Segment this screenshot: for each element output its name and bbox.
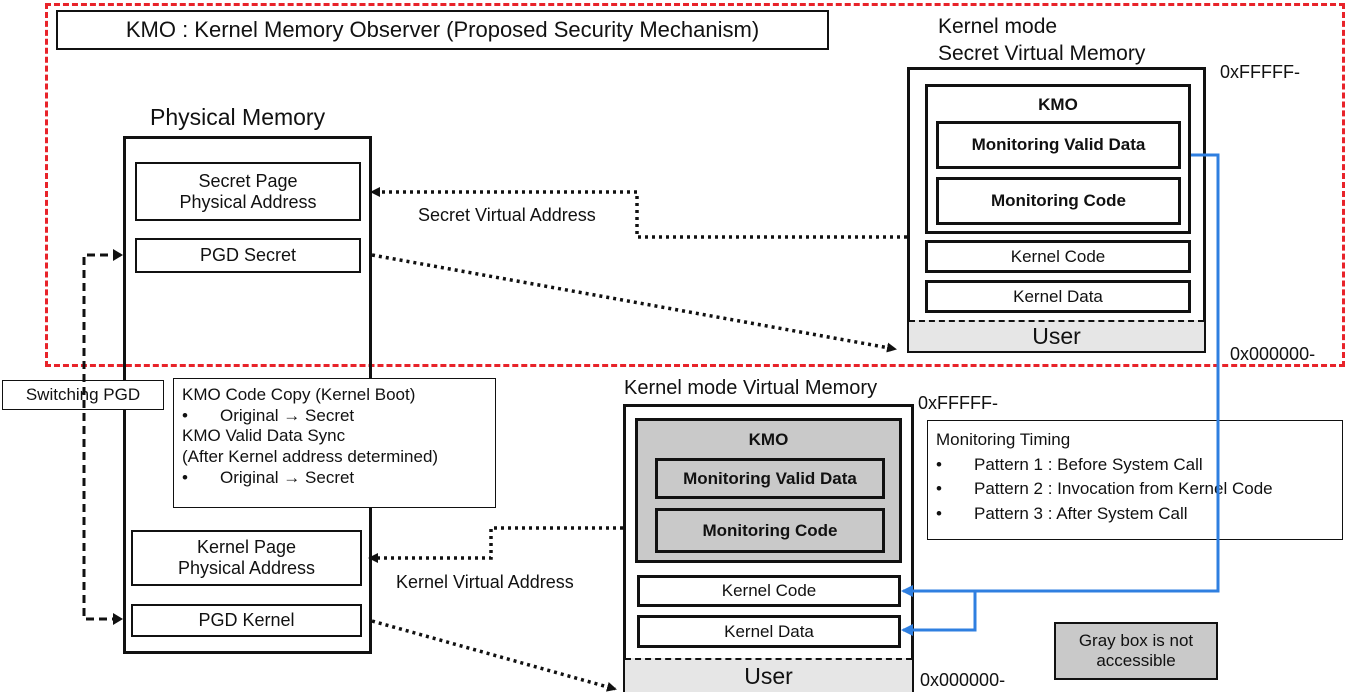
gray-box-legend: Gray box is not accessible [1054, 622, 1218, 680]
copy-note-bullet2: • Original → Secret [182, 468, 495, 489]
kernel-virtual-address-label: Kernel Virtual Address [396, 572, 574, 592]
kernel-monitoring-code-box: Monitoring Code [655, 508, 885, 553]
secret-vm-bottom-address: 0x000000- [1230, 344, 1316, 364]
pgd-kernel-arrow [371, 619, 617, 692]
secret-valid-data-box: Monitoring Valid Data [936, 121, 1181, 169]
copy-note-bullet1: • Original → Secret [182, 406, 495, 427]
kernel-kernel-data-box: Kernel Data [637, 615, 901, 648]
secret-user-label: User [1032, 323, 1081, 349]
secret-vm-top-address: 0xFFFFF- [1220, 62, 1300, 82]
switching-pgd-box: Switching PGD [2, 380, 164, 410]
bullet-mark: • [182, 405, 188, 425]
bullet-mark: • [936, 479, 942, 499]
kernel-user-area: User [625, 658, 912, 692]
switching-pgd-arrowhead-bottom [113, 613, 123, 625]
secret-monitoring-code-label: Monitoring Code [990, 191, 1127, 210]
kernel-page-line2: Physical Address [177, 558, 316, 578]
pgd-kernel-box: PGD Kernel [131, 604, 362, 637]
secret-page-line2: Physical Address [179, 191, 317, 212]
bullet-mark: • [182, 467, 188, 487]
kernel-monitoring-code-label: Monitoring Code [702, 520, 838, 540]
kernel-vm-label: Kernel mode Virtual Memory [624, 377, 878, 399]
diagram-title: KMO : Kernel Memory Observer (Proposed S… [125, 17, 760, 42]
timing-pattern-3: • Pattern 3 : After System Call [936, 502, 1342, 527]
secret-valid-data-label: Monitoring Valid Data [971, 135, 1146, 154]
secret-kernel-data-label: Kernel Data [1013, 286, 1103, 306]
secret-monitoring-code-box: Monitoring Code [936, 177, 1181, 225]
copy-note-bullet2-text: Original → Secret [220, 467, 355, 487]
kernel-vm-top-address: 0xFFFFF- [918, 393, 998, 413]
physical-memory-label: Physical Memory [150, 104, 326, 130]
copy-note-line2: KMO Valid Data Sync [182, 426, 346, 446]
kernel-kernel-data-label: Kernel Data [724, 621, 814, 641]
timing-pattern-2-text: Pattern 2 : Invocation from Kernel Code [974, 479, 1273, 499]
timing-pattern-1-text: Pattern 1 : Before System Call [974, 454, 1203, 474]
monitoring-timing-title: Monitoring Timing [936, 430, 1071, 449]
bullet-mark: • [936, 454, 942, 474]
kmo-copy-note: KMO Code Copy (Kernel Boot) • Original → … [173, 378, 496, 508]
secret-kernel-code-box: Kernel Code [925, 240, 1191, 273]
kernel-virtual-address-arrow [368, 526, 623, 563]
secret-user-area: User [909, 320, 1204, 351]
secret-virtual-address-label: Secret Virtual Address [418, 205, 596, 225]
kernel-user-label: User [744, 662, 793, 689]
kernel-page-line1: Kernel Page [196, 537, 297, 557]
copy-note-line3: (After Kernel address determined) [182, 447, 439, 467]
timing-pattern-3-text: Pattern 3 : After System Call [974, 503, 1188, 523]
gray-legend-line2: accessible [1096, 651, 1176, 670]
secret-vm-label-line2: Secret Virtual Memory [938, 42, 1146, 65]
secret-kmo-label: KMO [1038, 95, 1078, 114]
monitoring-timing-box: Monitoring Timing • Pattern 1 : Before Sy… [927, 420, 1343, 540]
gray-legend-line1: Gray box is not [1078, 631, 1194, 650]
kernel-valid-data-box: Monitoring Valid Data [655, 458, 885, 499]
diagram-title-box: KMO : Kernel Memory Observer (Proposed S… [56, 10, 829, 50]
kernel-kernel-code-label: Kernel Code [721, 581, 817, 600]
pgd-secret-box: PGD Secret [135, 238, 361, 273]
kernel-valid-data-label: Monitoring Valid Data [683, 468, 857, 488]
copy-note-line1: KMO Code Copy (Kernel Boot) [182, 385, 416, 404]
secret-page-line1: Secret Page [198, 170, 298, 191]
pgd-secret-label: PGD Secret [199, 245, 297, 265]
timing-pattern-1: • Pattern 1 : Before System Call [936, 453, 1342, 478]
kernel-page-box: Kernel Page Physical Address [131, 530, 362, 586]
switching-pgd-label: Switching PGD [25, 385, 141, 404]
secret-page-box: Secret Page Physical Address [135, 162, 361, 221]
secret-vm-label-line1: Kernel mode [938, 15, 1058, 38]
secret-kernel-data-box: Kernel Data [925, 280, 1191, 313]
secret-kernel-code-label: Kernel Code [1010, 246, 1106, 266]
copy-note-bullet1-text: Original → Secret [220, 405, 355, 425]
timing-pattern-2: • Pattern 2 : Invocation from Kernel Code [936, 477, 1342, 502]
kernel-kernel-code-box: Kernel Code [637, 575, 901, 607]
secret-region-border [45, 3, 1345, 367]
kernel-vm-bottom-address: 0x000000- [920, 670, 1006, 690]
kernel-kmo-label: KMO [748, 430, 789, 449]
pgd-kernel-label: PGD Kernel [198, 610, 295, 630]
bullet-mark: • [936, 503, 942, 523]
